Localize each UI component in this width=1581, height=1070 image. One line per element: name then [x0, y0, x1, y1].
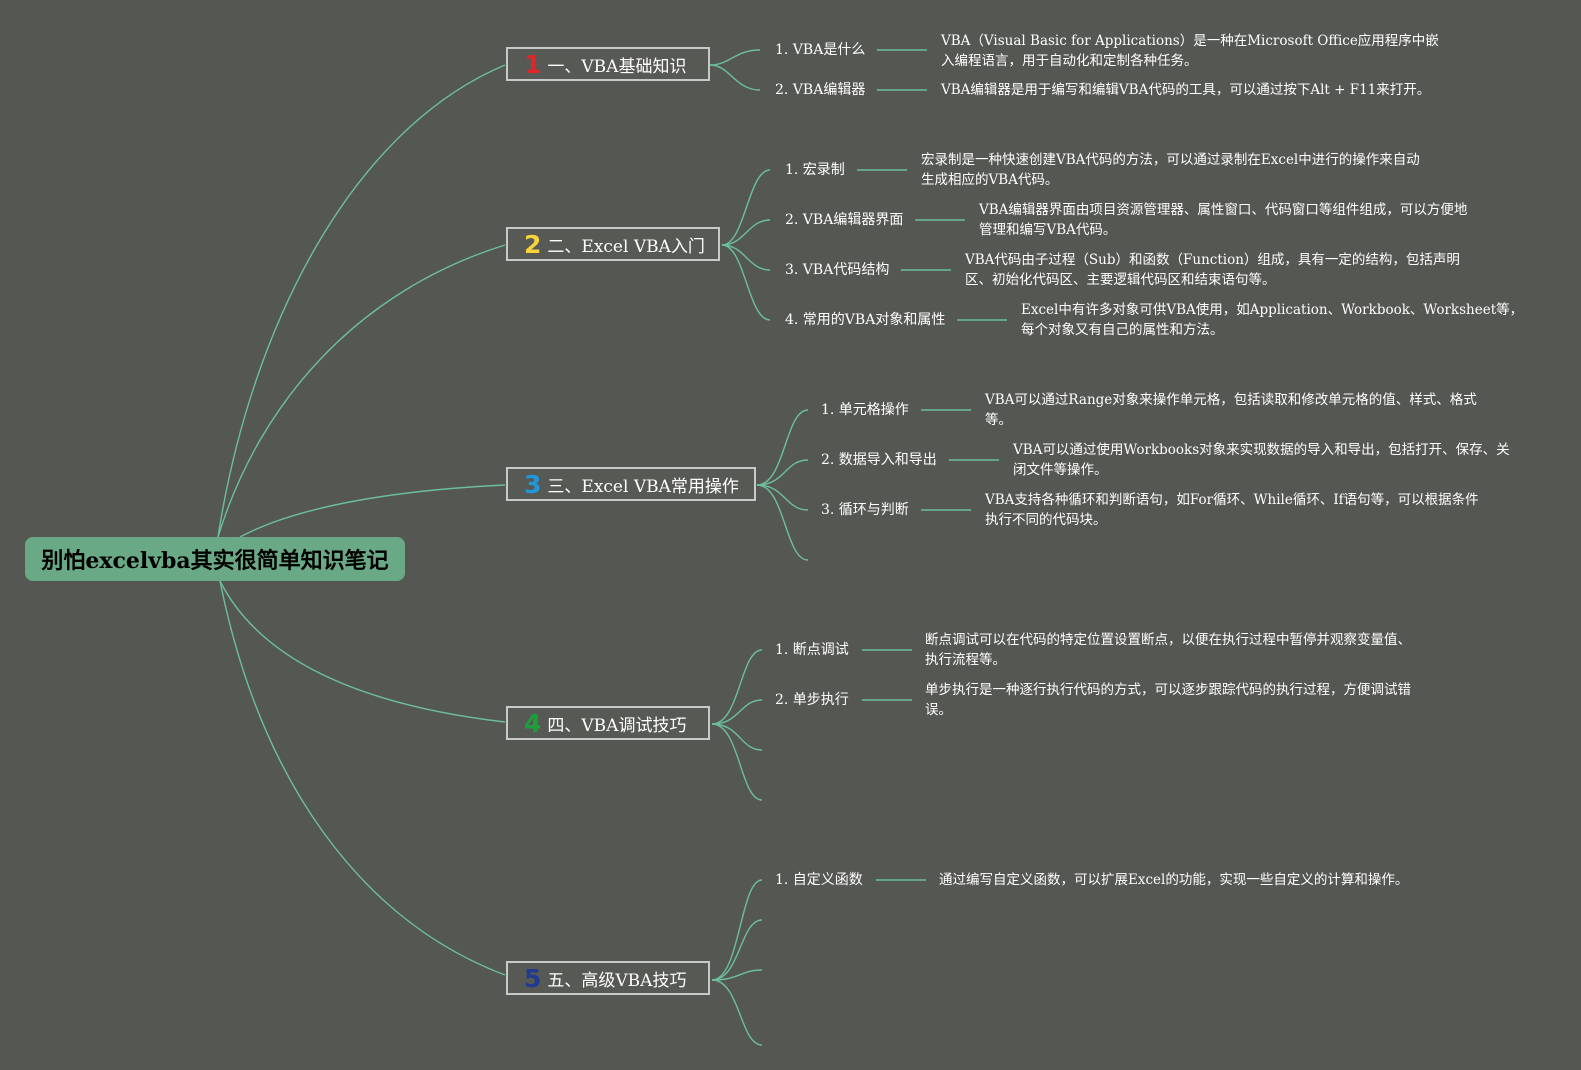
number-4-icon: 4 — [524, 708, 542, 738]
topic-detail: VBA（Visual Basic for Applications）是一种在Mi… — [941, 33, 1439, 69]
link-b3-t1 — [756, 409, 809, 486]
link-b3-t3 — [756, 484, 809, 511]
branch-1-label: 一、VBA基础知识 — [547, 56, 687, 77]
branch-3-node[interactable]: 3 三、Excel VBA常用操作 — [506, 467, 756, 501]
number-2-icon: 2 — [524, 229, 542, 259]
topic-node[interactable]: 2. 数据导入和导出 — [821, 452, 937, 468]
topic-node[interactable]: 1. 断点调试 — [775, 642, 849, 658]
branch-1-node[interactable]: 1 一、VBA基础知识 — [506, 47, 710, 81]
link-b1-t2 — [709, 64, 761, 91]
link-b4-t1 — [711, 649, 763, 725]
number-1-icon: 1 — [524, 49, 542, 79]
link-b2-t4 — [721, 244, 771, 321]
link-b5-t4 — [711, 979, 763, 1046]
topic-node[interactable]: 2. 单步执行 — [775, 692, 849, 708]
link-b5-t1 — [711, 879, 763, 981]
topic-detail: VBA编辑器界面由项目资源管理器、属性窗口、代码窗口等组件组成，可以方便地管理和… — [979, 202, 1468, 238]
topic-detail: VBA支持各种循环和判断语句，如For循环、While循环、If语句等，可以根据… — [985, 492, 1479, 528]
topic-node[interactable]: 2. VBA编辑器界面 — [785, 212, 904, 228]
link-b4-t3 — [711, 723, 763, 751]
topic-detail: VBA代码由子过程（Sub）和函数（Function）组成，具有一定的结构，包括… — [965, 252, 1460, 288]
link-b5-t3 — [711, 969, 763, 981]
link-b2-t2 — [721, 219, 771, 246]
topic-detail: VBA可以通过Range对象来操作单元格，包括读取和修改单元格的值、样式、格式等… — [985, 392, 1477, 428]
link-root-branch-2 — [217, 244, 506, 538]
topic-node[interactable]: 2. VBA编辑器 — [775, 82, 866, 98]
topic-detail: Excel中有许多对象可供VBA使用，如Application、Workbook… — [1021, 302, 1524, 338]
topic-detail: VBA可以通过使用Workbooks对象来实现数据的导入和导出，包括打开、保存、… — [1013, 442, 1510, 478]
link-root-branch-1 — [217, 64, 506, 538]
root-node[interactable]: 别怕excelvba其实很简单知识笔记 — [25, 537, 405, 581]
number-3-icon: 3 — [524, 469, 542, 499]
topic-node[interactable]: 4. 常用的VBA对象和属性 — [785, 312, 946, 328]
topic-node[interactable]: 3. VBA代码结构 — [785, 262, 890, 278]
number-5-icon: 5 — [524, 963, 542, 993]
link-b3-t4 — [756, 484, 809, 561]
topic-node[interactable]: 1. 单元格操作 — [821, 402, 909, 418]
root-title: 别怕excelvba其实很简单知识笔记 — [41, 548, 389, 574]
link-root-branch-3 — [239, 484, 506, 538]
topic-node[interactable]: 3. 循环与判断 — [821, 502, 909, 518]
link-b1-t1 — [709, 49, 761, 66]
topic-node[interactable]: 1. 自定义函数 — [775, 872, 863, 888]
link-b4-t4 — [711, 723, 763, 801]
branch-5-node[interactable]: 5 五、高级VBA技巧 — [506, 961, 710, 995]
branch-2-label: 二、Excel VBA入门 — [547, 236, 705, 257]
branch-4-label: 四、VBA调试技巧 — [547, 715, 687, 736]
topic-node[interactable]: 1. VBA是什么 — [775, 42, 866, 58]
link-b3-t2 — [756, 459, 809, 486]
branch-3-label: 三、Excel VBA常用操作 — [547, 476, 739, 497]
link-root-branch-5 — [219, 580, 506, 976]
branch-5-label: 五、高级VBA技巧 — [547, 970, 687, 991]
branch-2-node[interactable]: 2 二、Excel VBA入门 — [506, 227, 720, 261]
link-b2-t1 — [721, 169, 771, 246]
link-b2-t3 — [721, 244, 771, 271]
topic-detail: VBA编辑器是用于编写和编辑VBA代码的工具，可以通过按下Alt + F11来打… — [941, 82, 1431, 98]
link-root-branch-4 — [219, 580, 506, 723]
branch-4-node[interactable]: 4 四、VBA调试技巧 — [506, 706, 710, 740]
topic-detail: 宏录制是一种快速创建VBA代码的方法，可以通过录制在Excel中进行的操作来自动… — [921, 152, 1420, 188]
link-b5-t2 — [711, 919, 763, 981]
topic-detail: 通过编写自定义函数，可以扩展Excel的功能，实现一些自定义的计算和操作。 — [939, 872, 1409, 888]
topic-node[interactable]: 1. 宏录制 — [785, 162, 845, 178]
link-b4-t2 — [711, 699, 763, 725]
topic-detail: 单步执行是一种逐行执行代码的方式，可以逐步跟踪代码的执行过程，方便调试错误。 — [925, 682, 1411, 718]
topic-detail: 断点调试可以在代码的特定位置设置断点，以便在执行过程中暂停并观察变量值、执行流程… — [925, 632, 1411, 668]
